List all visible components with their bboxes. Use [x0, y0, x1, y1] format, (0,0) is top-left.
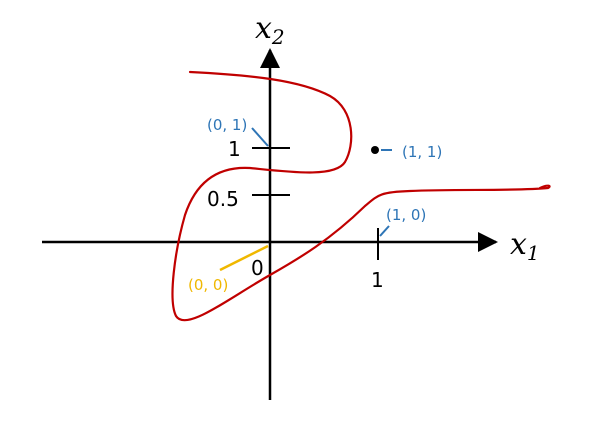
y-tick-one-label: 1: [228, 137, 241, 161]
x-tick-one-label: 1: [371, 268, 384, 292]
point-1-1-dot: [371, 146, 379, 154]
point-1-0-leader: [379, 225, 390, 237]
origin-label: 0: [251, 256, 264, 280]
x-axis-label: x1: [510, 227, 540, 265]
point-0-1-leader: [251, 127, 269, 147]
point-0-0-leader: [219, 244, 269, 272]
decision-boundary-curve: [171, 70, 551, 322]
point-1-1-label: (1, 1): [402, 143, 442, 161]
point-0-1-label: (0, 1): [207, 116, 247, 134]
y-axis-label: x2: [255, 11, 285, 49]
point-0-0-label: (0, 0): [188, 276, 228, 294]
point-1-0-label: (1, 0): [386, 206, 426, 224]
y-tick-half-label: 0.5: [207, 187, 239, 211]
